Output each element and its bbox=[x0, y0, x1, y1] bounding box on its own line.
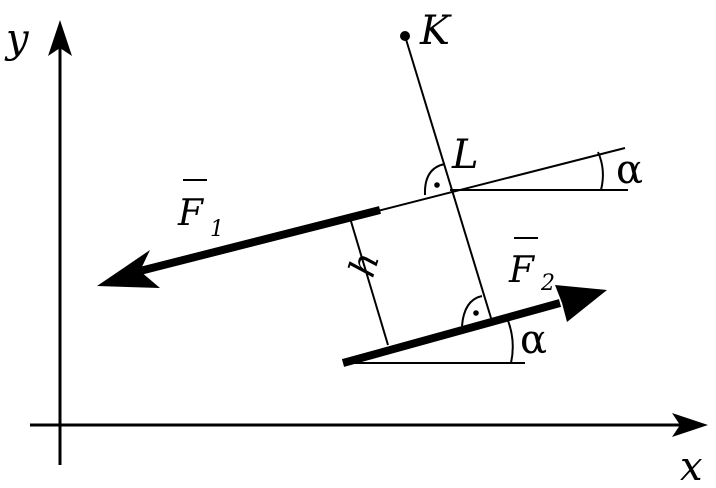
x-axis-label: x bbox=[680, 444, 703, 488]
right-angle-dot-l bbox=[434, 182, 440, 188]
upper-angle-label: α bbox=[616, 147, 643, 193]
axes: x y bbox=[4, 16, 708, 488]
right-angle-dot-lower bbox=[473, 310, 479, 316]
h-label: h bbox=[342, 248, 388, 282]
f1-subscript: 1 bbox=[210, 217, 224, 242]
h-segment bbox=[349, 217, 389, 346]
kl-line bbox=[404, 35, 492, 319]
right-angle-marker-l bbox=[423, 163, 446, 196]
f1-arrowhead bbox=[97, 250, 160, 288]
f1-line-of-action: α bbox=[349, 147, 643, 219]
x-axis-arrowhead bbox=[672, 413, 708, 437]
upper-angle-arc bbox=[597, 151, 604, 191]
f1-action-line bbox=[349, 147, 626, 219]
right-angle-marker-lower bbox=[461, 295, 483, 327]
y-axis-arrowhead bbox=[48, 20, 72, 56]
f2-subscript: 2 bbox=[540, 271, 555, 296]
f1-label: F bbox=[177, 193, 205, 234]
point-k bbox=[400, 31, 410, 41]
f2-arrowhead bbox=[555, 285, 607, 322]
lower-angle-arc bbox=[506, 317, 514, 364]
force-f2: F 2 α bbox=[341, 237, 607, 367]
lower-angle-label: α bbox=[520, 317, 547, 363]
y-axis-label: y bbox=[4, 16, 30, 62]
point-k-label: K bbox=[419, 8, 452, 54]
f2-label: F bbox=[508, 250, 536, 291]
f2-shaft bbox=[341, 299, 562, 367]
f1-shaft bbox=[139, 206, 381, 275]
point-l-label: L bbox=[451, 132, 479, 178]
perpendicular-line: K L bbox=[400, 8, 492, 327]
force-f1: F 1 bbox=[97, 179, 381, 288]
lever-arm: h bbox=[342, 217, 389, 346]
